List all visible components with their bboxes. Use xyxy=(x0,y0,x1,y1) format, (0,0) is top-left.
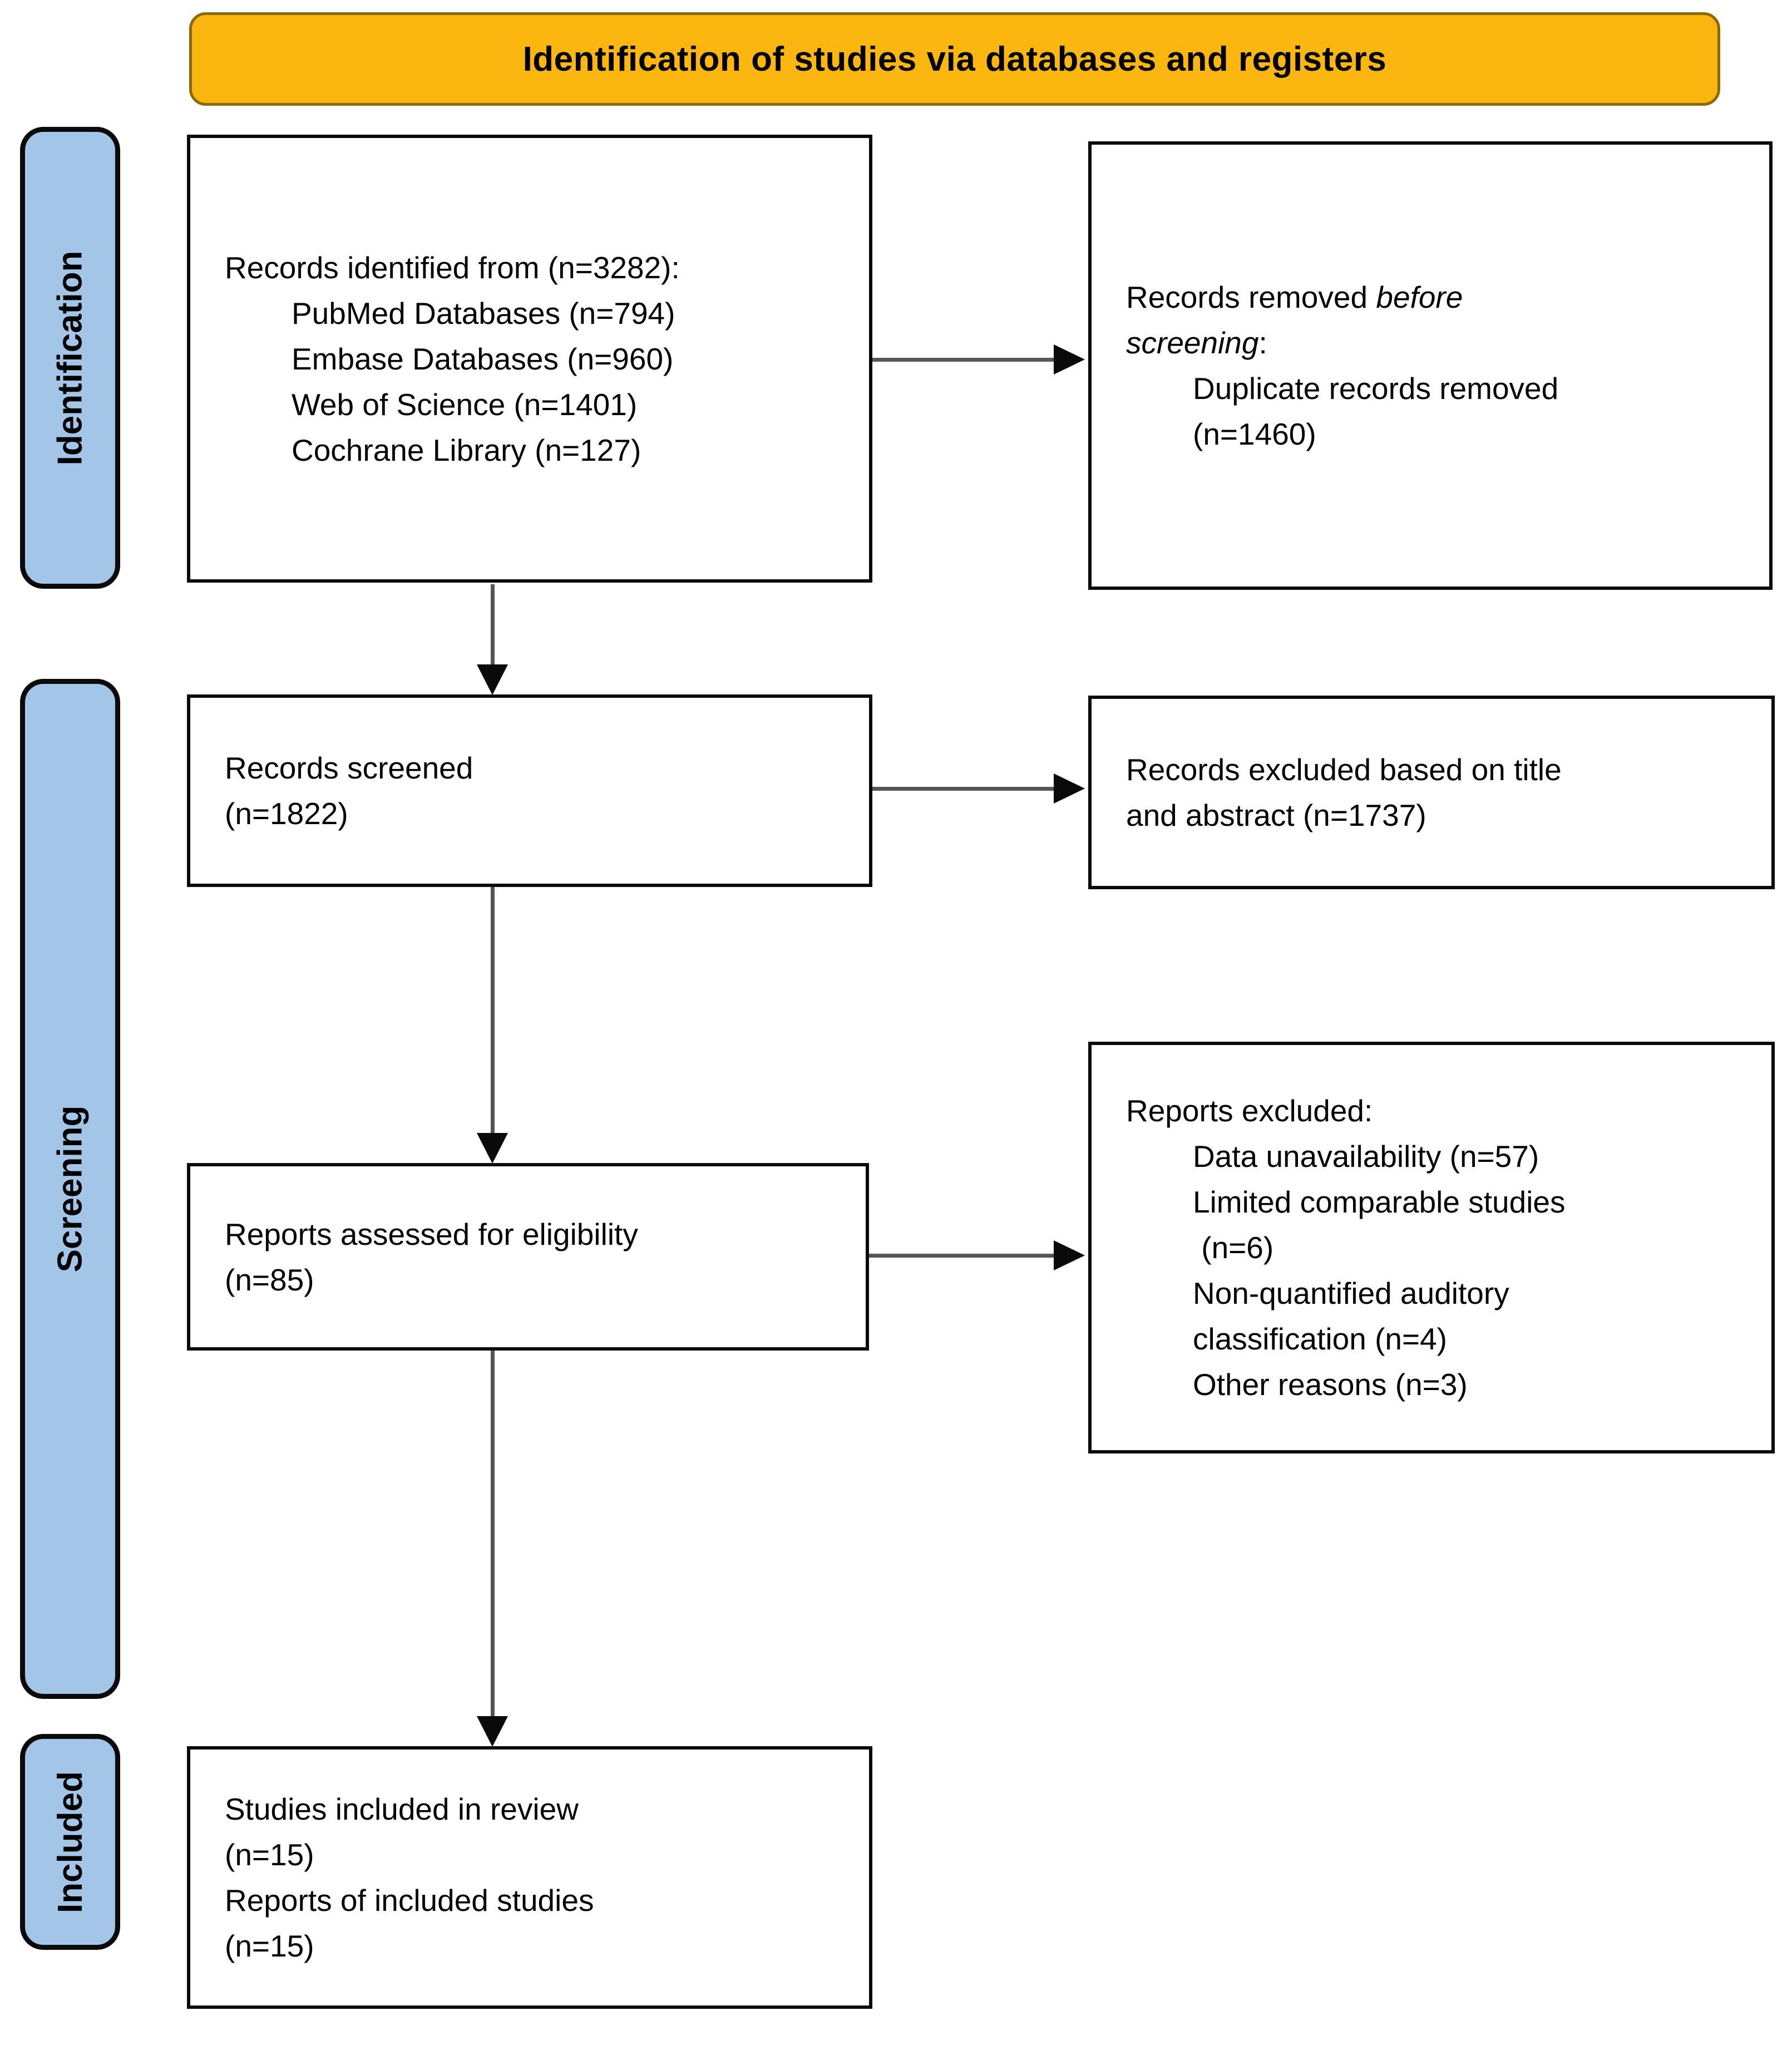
stage-label-screening: Screening xyxy=(20,679,120,1699)
box-records-excluded-title-abstract: Records excluded based on title and abst… xyxy=(1088,696,1775,889)
box-studies-included: Studies included in review (n=15) Report… xyxy=(187,1746,872,2009)
reports-included-text: Reports of included studies xyxy=(225,1883,594,1918)
arrow-assessed-to-reports-excluded-shaft xyxy=(869,1254,1056,1258)
banner-title: Identification of studies via databases … xyxy=(522,40,1387,78)
reports-excluded-reason-nonquantified: Non-quantified auditory xyxy=(1193,1276,1509,1310)
records-removed-line2-plain: : xyxy=(1258,326,1267,360)
stage-label-included: Included xyxy=(20,1734,120,1950)
records-identified-source-pubmed: PubMed Databases (n=794) xyxy=(292,295,675,331)
records-removed-line2: screening: xyxy=(1126,320,1747,366)
arrow-assessed-to-included-head-icon xyxy=(477,1716,508,1747)
reports-excluded-reason-nonquantified-count: classification (n=4) xyxy=(1193,1322,1447,1356)
records-removed-line1-italic: before xyxy=(1376,280,1463,314)
records-excluded-line1: Records excluded based on title xyxy=(1126,752,1562,787)
arrow-identified-to-removed-head-icon xyxy=(1054,344,1085,374)
reports-excluded-reason-other: Other reasons (n=3) xyxy=(1193,1367,1468,1402)
duplicate-records-removed-count: (n=1460) xyxy=(1193,417,1316,451)
reports-assessed-count: (n=85) xyxy=(225,1262,314,1297)
arrow-assessed-to-included-shaft xyxy=(491,1351,495,1717)
reports-excluded-reason-limited-count: (n=6) xyxy=(1193,1230,1274,1265)
arrow-identified-to-removed-shaft xyxy=(872,358,1056,362)
arrow-assessed-to-reports-excluded-head-icon xyxy=(1054,1240,1085,1270)
stage-label-included-text: Included xyxy=(51,1771,90,1913)
records-excluded-line2: and abstract (n=1737) xyxy=(1126,798,1426,832)
records-identified-source-cochrane: Cochrane Library (n=127) xyxy=(292,432,641,467)
studies-included-count: (n=15) xyxy=(225,1837,314,1872)
banner-identification-of-studies: Identification of studies via databases … xyxy=(189,12,1720,106)
box-records-removed-before-screening: Records removed before screening: Duplic… xyxy=(1088,141,1773,590)
arrow-screened-to-excluded-head-icon xyxy=(1054,773,1085,804)
arrow-screened-to-assessed-shaft xyxy=(491,887,495,1134)
box-records-identified: Records identified from (n=3282): PubMed… xyxy=(187,135,872,583)
reports-excluded-reason-limited: Limited comparable studies xyxy=(1193,1185,1566,1219)
records-identified-source-wos: Web of Science (n=1401) xyxy=(292,387,638,422)
reports-assessed-text: Reports assessed for eligibility xyxy=(225,1216,638,1251)
records-identified-title: Records identified from (n=3282): xyxy=(225,250,680,285)
arrow-identified-to-screened-shaft xyxy=(491,584,495,667)
arrow-identified-to-screened-head-icon xyxy=(477,664,508,695)
arrow-screened-to-excluded-shaft xyxy=(872,787,1056,791)
records-removed-line1: Records removed before xyxy=(1126,274,1747,320)
reports-included-count: (n=15) xyxy=(225,1929,314,1963)
records-screened-count: (n=1822) xyxy=(225,796,348,831)
records-removed-line1-plain: Records removed xyxy=(1126,280,1376,314)
records-identified-source-embase: Embase Databases (n=960) xyxy=(292,341,674,376)
box-reports-assessed: Reports assessed for eligibility (n=85) xyxy=(187,1163,869,1351)
studies-included-text: Studies included in review xyxy=(225,1792,579,1826)
reports-excluded-title: Reports excluded: xyxy=(1126,1093,1373,1128)
box-reports-excluded: Reports excluded: Data unavailability (n… xyxy=(1088,1042,1775,1453)
records-screened-text: Records screened xyxy=(225,751,473,785)
stage-label-screening-text: Screening xyxy=(51,1105,90,1273)
stage-label-identification-text: Identification xyxy=(51,250,90,465)
reports-excluded-reason-data: Data unavailability (n=57) xyxy=(1193,1139,1539,1174)
arrow-screened-to-assessed-head-icon xyxy=(477,1133,508,1164)
box-records-screened: Records screened (n=1822) xyxy=(187,694,872,887)
stage-label-identification: Identification xyxy=(20,127,120,589)
duplicate-records-removed: Duplicate records removed xyxy=(1193,371,1559,406)
records-removed-line2-italic: screening xyxy=(1126,326,1259,360)
